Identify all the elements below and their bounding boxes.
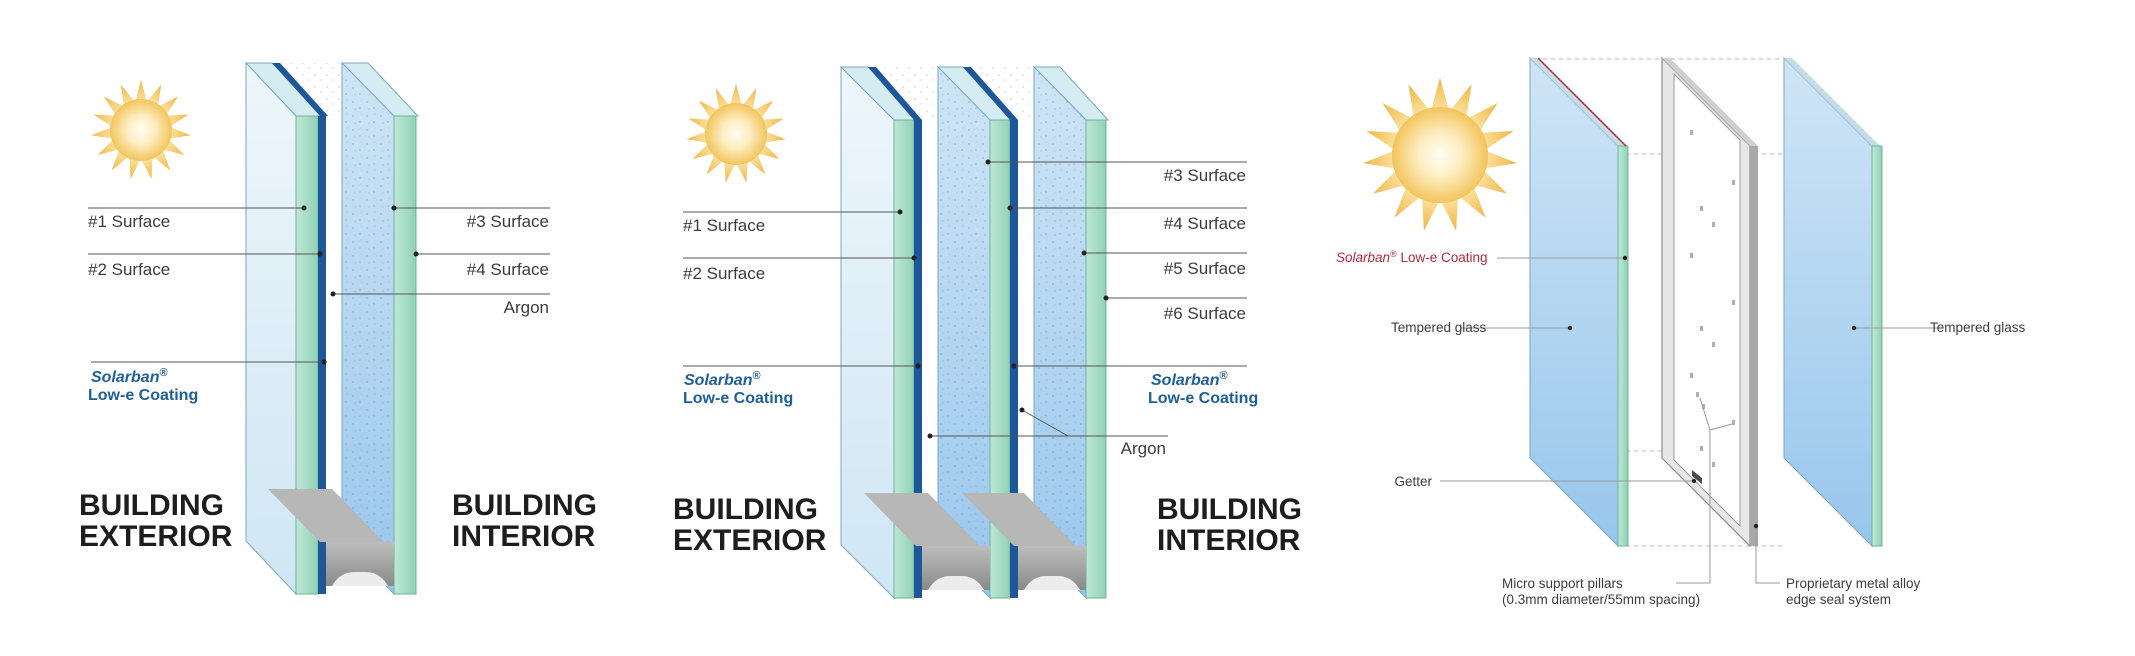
interior-label-line1: BUILDING bbox=[452, 489, 597, 522]
surface-1-label-2: #1 Surface bbox=[683, 216, 765, 235]
coating-type-label-2a: Low-e Coating bbox=[683, 390, 793, 407]
outer-glass-pane bbox=[244, 61, 326, 596]
exterior-label-line2-2: EXTERIOR bbox=[673, 524, 827, 557]
edge-seal-label-1: Proprietary metal alloy bbox=[1786, 576, 1921, 591]
exterior-label-line1-2: BUILDING bbox=[673, 493, 818, 526]
sun-icon-3 bbox=[1361, 77, 1519, 233]
exterior-label-line1: BUILDING bbox=[79, 489, 224, 522]
interior-label-line1-2: BUILDING bbox=[1157, 493, 1302, 526]
surface-4-label: #4 Surface bbox=[467, 260, 549, 279]
coating-type-label: Low-e Coating bbox=[88, 387, 198, 404]
argon-label: Argon bbox=[504, 298, 549, 317]
getter-label: Getter bbox=[1394, 474, 1432, 489]
spacer-bar bbox=[268, 489, 394, 586]
argon-label-2: Argon bbox=[1121, 439, 1166, 458]
tempered-glass-left-label: Tempered glass bbox=[1391, 320, 1487, 335]
low-e-coating-1 bbox=[914, 120, 922, 598]
edge-seal-frame bbox=[1661, 56, 1758, 548]
edge-seal-label-2: edge seal system bbox=[1786, 592, 1891, 607]
micro-pillars-label-2: (0.3mm diameter/55mm spacing) bbox=[1502, 592, 1700, 607]
interior-label-line2-2: INTERIOR bbox=[1157, 524, 1301, 557]
low-e-coating-edge bbox=[318, 116, 326, 594]
right-tempered-glass bbox=[1783, 56, 1883, 548]
surface-5-label-2: #5 Surface bbox=[1164, 259, 1246, 278]
left-tempered-glass bbox=[1529, 56, 1629, 548]
surface-4-label-2: #4 Surface bbox=[1164, 214, 1246, 233]
exterior-label-line2: EXTERIOR bbox=[79, 520, 233, 553]
tempered-glass-right-label: Tempered glass bbox=[1930, 320, 2026, 335]
coating-brand-label-2b: Solarban® bbox=[1151, 370, 1228, 389]
surface-1-label: #1 Surface bbox=[88, 212, 170, 231]
vacuum-glazing-diagram: Solarban® Low-e Coating Tempered glass T… bbox=[1336, 56, 2026, 607]
sun-icon-2 bbox=[685, 84, 787, 185]
sun-icon bbox=[90, 80, 192, 181]
surface-6-label-2: #6 Surface bbox=[1164, 304, 1246, 323]
coating-brand-label-2a: Solarban® bbox=[684, 370, 761, 389]
low-e-coating-2 bbox=[1010, 120, 1018, 598]
micro-pillars-label-1: Micro support pillars bbox=[1502, 576, 1623, 591]
inner-glass-pane bbox=[340, 61, 420, 596]
double-glazing-diagram: #1 Surface #2 Surface #3 Surface #4 Surf… bbox=[79, 61, 597, 596]
coating-label-3: Solarban® Low-e Coating bbox=[1336, 249, 1488, 265]
pane-1 bbox=[840, 65, 895, 600]
surface-2-label-2: #2 Surface bbox=[683, 264, 765, 283]
spacer-bars bbox=[864, 493, 1086, 590]
surface-3-label-2: #3 Surface bbox=[1164, 166, 1246, 185]
surface-3-label: #3 Surface bbox=[467, 212, 549, 231]
triple-glazing-diagram: #1 Surface #2 Surface #3 Surface #4 Surf… bbox=[673, 65, 1302, 600]
interior-label-line2: INTERIOR bbox=[452, 520, 596, 553]
coating-type-label-2b: Low-e Coating bbox=[1148, 390, 1258, 407]
micro-support-pillars bbox=[1690, 130, 1735, 467]
surface-2-label: #2 Surface bbox=[88, 260, 170, 279]
coating-brand-label: Solarban® bbox=[91, 367, 168, 386]
low-e-coating bbox=[272, 63, 328, 116]
getter-element bbox=[1692, 470, 1702, 484]
